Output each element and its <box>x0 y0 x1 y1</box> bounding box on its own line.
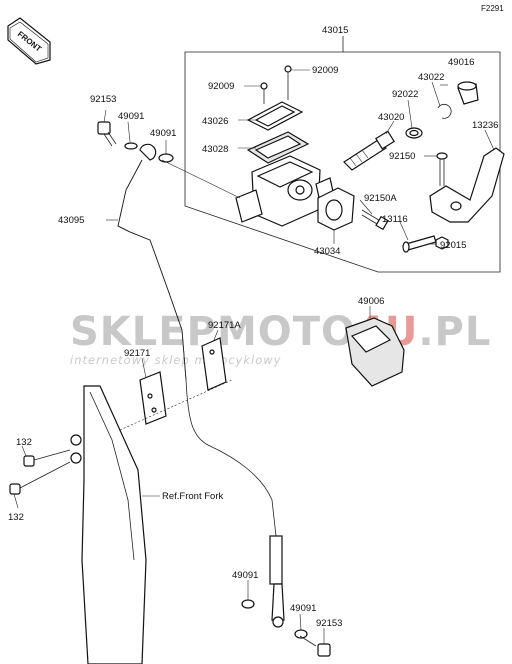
label-43028: 43028 <box>202 144 228 155</box>
label-49006: 49006 <box>358 296 384 307</box>
front-fork-reference <box>70 385 147 664</box>
lever-13236 <box>429 147 505 223</box>
watermark-brand-2: MOTO <box>217 309 356 355</box>
bolt-132-a <box>23 449 71 467</box>
label-49016: 49016 <box>448 57 474 68</box>
pin-13116 <box>402 235 437 253</box>
circlip-43022 <box>437 104 452 119</box>
front-direction-tag: FRONT <box>7 17 51 65</box>
label-132-a: 132 <box>16 437 32 448</box>
bolt-92150 <box>436 152 448 186</box>
label-92009-b: 92009 <box>312 65 338 76</box>
label-43022: 43022 <box>418 72 444 83</box>
label-49091-a: 49091 <box>118 111 144 122</box>
label-92150A: 92150A <box>364 193 397 204</box>
label-43015: 43015 <box>322 25 348 36</box>
figure-id: F2291 <box>481 4 504 13</box>
watermark-brand-4: .PL <box>418 309 491 355</box>
brake-hose-43095 <box>117 143 285 628</box>
label-92153-top: 92153 <box>90 94 116 105</box>
leader-lines <box>13 69 495 644</box>
label-49091-d: 49091 <box>290 603 316 614</box>
screw-92009-b <box>284 65 292 100</box>
label-43026: 43026 <box>202 116 228 127</box>
label-13116: 13116 <box>382 214 408 225</box>
svg-text:SKLEPMOTO4U.PL: SKLEPMOTO4U.PL <box>70 309 491 355</box>
label-92015: 92015 <box>440 240 466 251</box>
front-fork-ref-label: Ref.Front Fork <box>162 491 223 502</box>
bolt-132-b <box>9 461 71 495</box>
label-49091-b: 49091 <box>150 128 176 139</box>
washer-49091-b <box>158 153 174 163</box>
label-92022: 92022 <box>392 89 418 100</box>
label-43020: 43020 <box>378 112 404 123</box>
clamp-43034 <box>317 187 355 231</box>
holder-92171 <box>139 371 167 425</box>
label-92171A: 92171A <box>208 320 241 331</box>
nut-92015 <box>435 236 449 250</box>
watermark-tagline: internetowy sklep motocyklowy <box>70 353 281 367</box>
bolt-92150A <box>361 209 389 231</box>
banjo-bolt-92153-top <box>97 121 117 147</box>
label-132-b: 132 <box>8 512 24 523</box>
washer-49091-c <box>241 599 255 609</box>
piston-kit-43020 <box>343 130 395 171</box>
label-92009-a: 92009 <box>208 81 234 92</box>
watermark-brand-1: SKLEP <box>70 309 217 355</box>
label-13236: 13236 <box>472 120 498 131</box>
master-cylinder-body <box>235 155 335 227</box>
label-92150: 92150 <box>389 151 415 162</box>
label-49091-c: 49091 <box>232 570 258 581</box>
banjo-bolt-92153-bottom <box>299 635 331 657</box>
label-92171: 92171 <box>124 348 150 359</box>
assembly-bracket <box>184 51 501 273</box>
label-43034: 43034 <box>314 246 340 257</box>
part-labels: 43015 49016 92009 92009 43022 92022 9215… <box>8 25 498 629</box>
boot-49016 <box>457 81 479 105</box>
washer-49091-a <box>124 142 138 150</box>
label-92153-bottom: 92153 <box>316 618 342 629</box>
switch-49006 <box>345 317 405 387</box>
watermark: SKLEPMOTO4U.PL internetowy sklep motocyk… <box>70 309 491 367</box>
label-43095: 43095 <box>58 215 84 226</box>
holder-92171A <box>201 337 227 391</box>
